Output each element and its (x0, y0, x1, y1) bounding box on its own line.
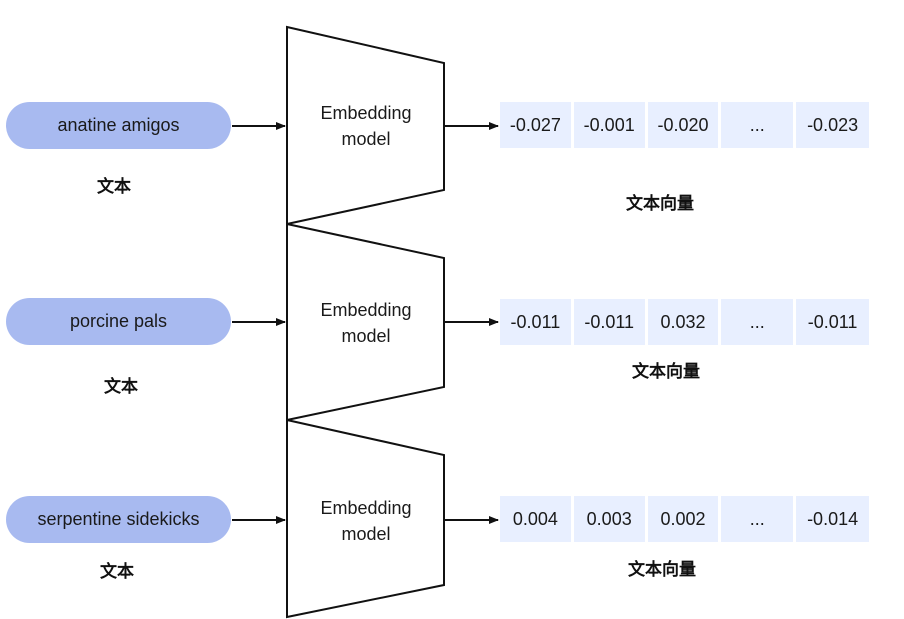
model-label-1: Embedding model (296, 100, 436, 152)
model-block-3 (286, 418, 445, 619)
input-text-pill-2: porcine pals (6, 298, 231, 345)
model-block-1 (286, 25, 445, 226)
vector-cell: -0.001 (573, 102, 645, 148)
vector-cell: -0.011 (500, 299, 571, 345)
input-caption-3: 文本 (100, 562, 134, 582)
model-label-line2: model (341, 326, 391, 346)
vector-caption-2: 文本向量 (632, 362, 700, 382)
model-label-3: Embedding model (296, 495, 436, 547)
vector-cell: 0.002 (647, 496, 719, 542)
model-label-line1: Embedding (320, 103, 412, 123)
model-block-2 (286, 222, 445, 422)
vector-row-1: -0.027 -0.001 -0.020 ... -0.023 (500, 102, 869, 148)
model-label-line1: Embedding (320, 300, 412, 320)
model-label-2: Embedding model (296, 297, 436, 349)
vector-row-2: -0.011 -0.011 0.032 ... -0.011 (500, 299, 869, 345)
model-label-line2: model (341, 129, 391, 149)
vector-cell: 0.004 (500, 496, 571, 542)
input-text-pill-3: serpentine sidekicks (6, 496, 231, 543)
input-caption-2: 文本 (104, 377, 138, 397)
vector-caption-3: 文本向量 (628, 560, 696, 580)
input-caption-1: 文本 (97, 177, 131, 197)
input-text-pill-1: anatine amigos (6, 102, 231, 149)
vector-cell: -0.023 (796, 102, 869, 148)
vector-cell-ellipsis: ... (721, 102, 794, 148)
vector-cell-ellipsis: ... (721, 299, 794, 345)
vector-cell-ellipsis: ... (721, 496, 794, 542)
vector-cell: -0.011 (796, 299, 869, 345)
vector-cell: 0.032 (647, 299, 719, 345)
model-label-line1: Embedding (320, 498, 412, 518)
vector-row-3: 0.004 0.003 0.002 ... -0.014 (500, 496, 869, 542)
vector-caption-1: 文本向量 (626, 194, 694, 214)
vector-cell: -0.020 (647, 102, 719, 148)
vector-cell: 0.003 (573, 496, 645, 542)
model-label-line2: model (341, 524, 391, 544)
vector-cell: -0.027 (500, 102, 571, 148)
vector-cell: -0.011 (573, 299, 645, 345)
vector-cell: -0.014 (796, 496, 869, 542)
